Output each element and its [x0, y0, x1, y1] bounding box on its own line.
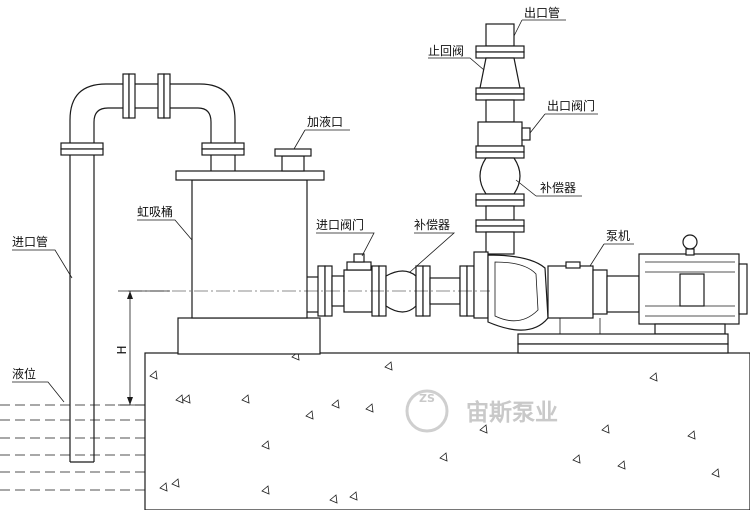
- label-check-valve: 止回阀: [428, 44, 464, 58]
- liquid-tank: [0, 404, 145, 491]
- aggregate-marks: [149, 351, 720, 504]
- siphon-barrel: [175, 170, 325, 355]
- label-siphon-barrel: 虹吸桶: [137, 204, 173, 219]
- pump: [473, 234, 748, 354]
- leader-lines: [12, 19, 634, 403]
- label-compensator-lower: 补偿器: [414, 217, 450, 232]
- label-inlet-pipe: 进口管: [12, 234, 48, 249]
- watermark-logo-text: ZS: [419, 392, 435, 405]
- watermark-brand: 宙斯泵业: [466, 399, 558, 426]
- label-outlet-pipe: 出口管: [524, 5, 560, 20]
- concrete-foundation: [144, 351, 750, 510]
- inlet-pipe: [60, 73, 245, 463]
- label-inlet-valve: 进口阀门: [316, 217, 364, 232]
- label-compensator-upper: 补偿器: [540, 180, 576, 195]
- suction-line: [307, 253, 475, 317]
- label-pump: 泵机: [606, 229, 630, 243]
- discharge-line: [475, 23, 531, 255]
- dimension-marks: H: [115, 290, 490, 406]
- height-label: H: [115, 345, 129, 354]
- add-liquid-port: [274, 148, 312, 172]
- label-liquid-level: 液位: [12, 366, 36, 381]
- label-outlet-valve: 出口阀门: [547, 98, 595, 113]
- label-add-liquid-port: 加液口: [307, 114, 343, 129]
- watermark: ZS 宙斯泵业: [405, 389, 558, 433]
